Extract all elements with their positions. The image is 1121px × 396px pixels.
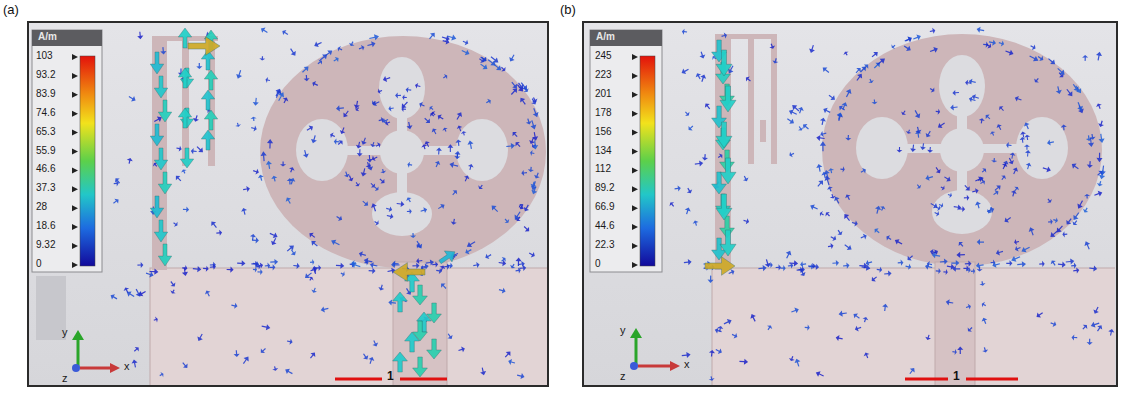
port-number: 1 xyxy=(953,369,960,383)
scale-value: 93.2 xyxy=(36,69,55,81)
scale-value: 83.9 xyxy=(36,88,55,100)
scale-value: 37.3 xyxy=(36,182,55,194)
scale-value: 245 xyxy=(595,50,612,62)
panel-label: (b) xyxy=(560,2,576,18)
axis-label: y xyxy=(62,326,68,339)
scale-value: 0 xyxy=(595,258,601,270)
unit-label: A/m xyxy=(38,31,57,43)
scale-value: 44.6 xyxy=(595,220,614,232)
scale-value: 156 xyxy=(595,126,612,138)
scale-value: 74.6 xyxy=(36,107,55,119)
scale-value: 28 xyxy=(36,201,47,213)
scale-value: 55.9 xyxy=(36,145,55,157)
scale-value: 9.32 xyxy=(36,239,55,251)
unit-label: A/m xyxy=(596,31,615,43)
scale-value: 178 xyxy=(595,107,612,119)
scale-value: 112 xyxy=(595,163,611,175)
panel-label: (a) xyxy=(3,2,19,18)
axis-label: y xyxy=(620,324,626,337)
axis-label: x xyxy=(684,358,690,371)
port-number: 1 xyxy=(387,369,394,383)
current-arrows xyxy=(111,27,1115,381)
scale-ticks xyxy=(72,54,638,268)
axis-label: x xyxy=(124,360,130,373)
scale-value: 66.9 xyxy=(595,201,614,213)
scale-value: 22.3 xyxy=(595,239,614,251)
scale-value: 134 xyxy=(595,145,612,157)
axis-label: z xyxy=(620,370,626,383)
scale-value: 89.2 xyxy=(595,182,614,194)
panel-b xyxy=(583,22,1121,388)
scale-value: 0 xyxy=(36,258,42,270)
scale-value: 65.3 xyxy=(36,126,55,138)
scale-value: 46.6 xyxy=(36,163,55,175)
scale-value: 103 xyxy=(36,50,53,62)
scale-value: 18.6 xyxy=(36,220,55,232)
scale-value: 201 xyxy=(595,88,612,100)
scale-value: 223 xyxy=(595,69,612,81)
axis-label: z xyxy=(62,372,68,385)
panel-a xyxy=(28,22,550,388)
